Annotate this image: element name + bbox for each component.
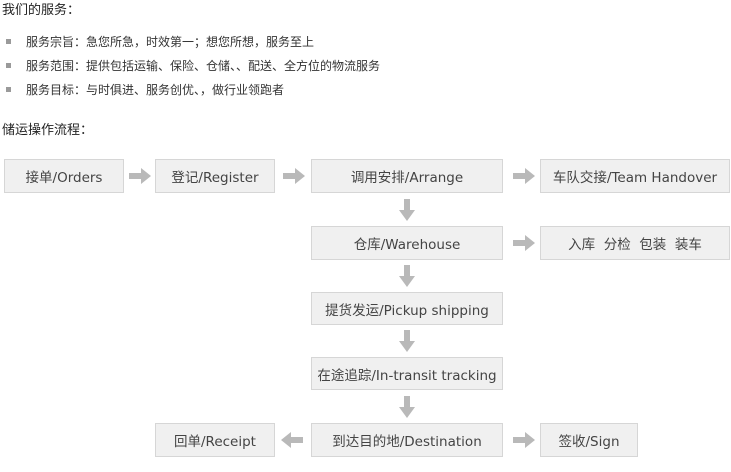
step-sign-label: 签收/Sign — [558, 434, 620, 450]
list-item: 服务宗旨：急您所急，时效第一；想您所想，服务至上 — [6, 32, 380, 56]
arrow-right-icon — [513, 235, 535, 251]
step-warehouse-operations-label: 入库 分检 包装 装车 — [568, 237, 702, 253]
arrow-down-icon — [399, 199, 415, 221]
step-destination: 到达目的地/Destination — [311, 423, 503, 457]
arrow-right-icon — [513, 168, 535, 184]
square-bullet-icon — [6, 63, 11, 68]
step-warehouse-label: 仓库/Warehouse — [353, 237, 461, 253]
square-bullet-icon — [6, 39, 11, 44]
step-receipt-label: 回单/Receipt — [174, 434, 256, 450]
step-orders-label: 接单/Orders — [25, 170, 103, 186]
step-destination-label: 到达目的地/Destination — [332, 434, 482, 450]
arrow-down-icon — [399, 396, 415, 418]
arrow-right-icon — [283, 168, 305, 184]
step-in-transit-tracking-label: 在途追踪/In-transit tracking — [317, 367, 497, 384]
step-pickup-shipping-label: 提货发运/Pickup shipping — [325, 302, 489, 319]
arrow-right-icon — [513, 432, 535, 448]
step-orders: 接单/Orders — [4, 159, 124, 193]
square-bullet-icon — [6, 87, 11, 92]
service-purpose-text: 服务宗旨：急您所急，时效第一；想您所想，服务至上 — [26, 35, 315, 49]
step-warehouse: 仓库/Warehouse — [311, 226, 503, 260]
list-item: 服务范围：提供包括运输、保险、仓储、、配送、全方位的物流服务 — [6, 56, 380, 80]
services-heading: 我们的服务： — [2, 3, 81, 18]
services-list: 服务宗旨：急您所急，时效第一；想您所想，服务至上 服务范围：提供包括运输、保险、… — [6, 32, 380, 104]
list-item: 服务目标：与时俱进、服务创优、，做行业领跑者 — [6, 80, 380, 104]
process-heading: 储运操作流程： — [2, 123, 94, 138]
service-goal-text: 服务目标：与时俱进、服务创优、，做行业领跑者 — [26, 83, 285, 97]
arrow-down-icon — [399, 330, 415, 352]
service-scope-text: 服务范围：提供包括运输、保险、仓储、、配送、全方位的物流服务 — [26, 59, 381, 73]
step-arrange: 调用安排/Arrange — [311, 159, 503, 193]
step-register-label: 登记/Register — [171, 170, 259, 186]
step-pickup-shipping: 提货发运/Pickup shipping — [311, 292, 503, 325]
step-sign: 签收/Sign — [540, 423, 638, 457]
arrow-right-icon — [129, 168, 151, 184]
step-receipt: 回单/Receipt — [155, 423, 275, 457]
step-register: 登记/Register — [155, 159, 275, 193]
step-team-handover: 车队交接/Team Handover — [540, 159, 730, 193]
step-team-handover-label: 车队交接/Team Handover — [552, 170, 718, 186]
step-in-transit-tracking: 在途追踪/In-transit tracking — [311, 357, 503, 390]
arrow-left-icon — [281, 432, 303, 448]
step-warehouse-operations: 入库 分检 包装 装车 — [540, 226, 730, 260]
step-arrange-label: 调用安排/Arrange — [350, 170, 464, 186]
arrow-down-icon — [399, 265, 415, 287]
